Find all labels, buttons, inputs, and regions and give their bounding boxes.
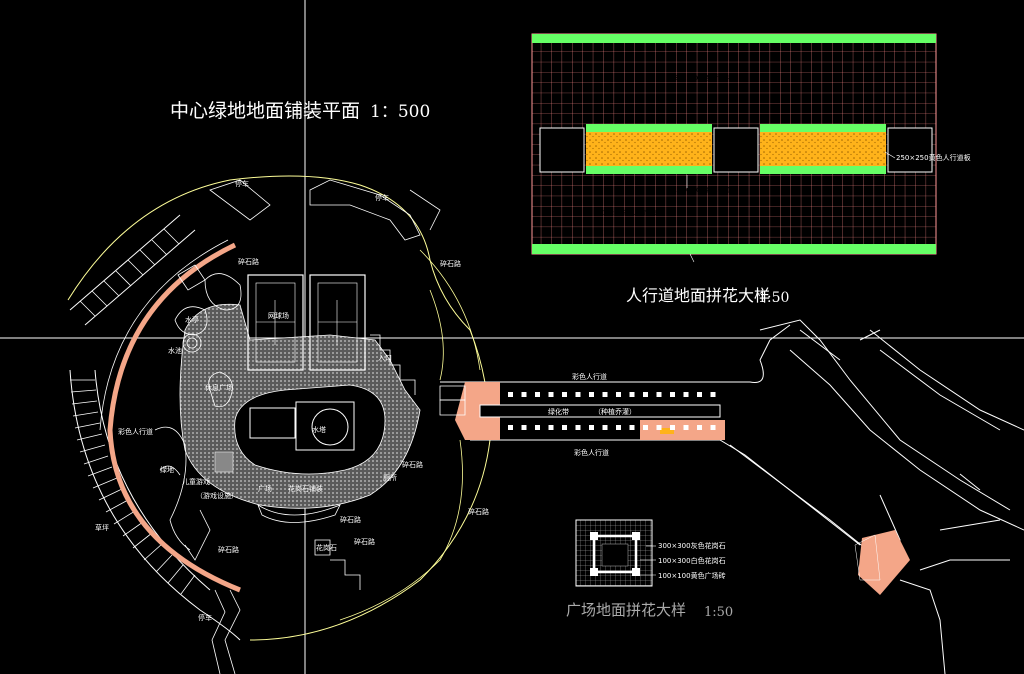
label-granite: 花岗石 bbox=[316, 543, 337, 552]
label-lawn-2: 绿地 bbox=[160, 465, 174, 474]
label-tennis: 网球场 bbox=[268, 311, 289, 320]
label-seating: 休息广场 bbox=[205, 383, 233, 392]
label-stone-3: 碎石路 bbox=[402, 460, 423, 469]
plaza-title: 广场地面拼花大样 bbox=[566, 601, 686, 619]
street-square bbox=[589, 425, 594, 430]
main-title: 中心绿地地面铺装平面 bbox=[170, 100, 360, 122]
label-water: 水池 bbox=[168, 346, 182, 355]
label-entrance: 入口 bbox=[378, 354, 392, 362]
label-road-top-right: 停车 bbox=[375, 193, 389, 202]
sidewalk-label-right: 250×250黄色人行道板 bbox=[896, 153, 971, 162]
right-roads bbox=[729, 319, 1024, 674]
street-square bbox=[643, 392, 648, 397]
street-square bbox=[683, 392, 689, 397]
plaza-detail: 300×300灰色花岗石 100×300白色花岗石 100×100黄色广场砖 bbox=[575, 519, 726, 587]
street-square bbox=[697, 425, 702, 430]
street-square bbox=[548, 392, 554, 397]
sidewalk-label-top: 250×250灰色人行道板 bbox=[670, 74, 734, 82]
street-square bbox=[616, 425, 621, 430]
label-pavilion: 水亭 bbox=[185, 315, 199, 324]
site-plan bbox=[67, 175, 491, 674]
label-colored-walk: 彩色人行道 bbox=[118, 427, 153, 436]
sidewalk-label-middle: 250×250橙色人行道板 bbox=[672, 186, 736, 194]
label-stone-2: 碎石路 bbox=[440, 259, 461, 268]
street-square bbox=[643, 425, 648, 430]
main-scale: 1：500 bbox=[370, 102, 430, 122]
sidewalk-scale: 1:50 bbox=[758, 290, 789, 306]
street-square bbox=[562, 425, 567, 430]
street-square bbox=[697, 392, 702, 397]
label-stone-1: 碎石路 bbox=[238, 257, 259, 266]
street-square bbox=[670, 425, 675, 430]
pink-crosswalk bbox=[858, 530, 910, 595]
street-square bbox=[562, 392, 567, 397]
street-squares bbox=[508, 392, 716, 430]
sidewalk-title: 人行道地面拼花大样 bbox=[626, 286, 770, 305]
street-label-bottom: 彩色人行道 bbox=[574, 448, 609, 457]
street-square bbox=[508, 425, 513, 430]
sidewalk-label-bottom: 250×250绿色人行道板 bbox=[694, 259, 758, 267]
street-square bbox=[589, 392, 594, 397]
plaza-label-a: 300×300灰色花岗石 bbox=[658, 541, 726, 550]
street-square bbox=[548, 425, 554, 430]
label-stone-7: 碎石路 bbox=[218, 545, 239, 554]
street-square bbox=[521, 425, 527, 430]
street-square bbox=[656, 392, 662, 397]
street-square bbox=[535, 392, 540, 397]
label-stone-4: 碎石路 bbox=[468, 507, 489, 516]
street-strip: 彩色人行道 绿化带 （种植乔灌） 彩色人行道 bbox=[439, 324, 861, 546]
street-square bbox=[710, 392, 716, 397]
plaza-scale: 1:50 bbox=[704, 605, 733, 620]
sidewalk-label-lower: 250×250灰色人行道板 bbox=[594, 209, 658, 217]
plaza-label-c: 100×100黄色广场砖 bbox=[658, 571, 726, 580]
street-label-middle-sub: （种植乔灌） bbox=[594, 407, 636, 416]
label-road-top-left: 停车 bbox=[235, 179, 249, 188]
label-kids-sub: （游戏设施） bbox=[196, 491, 238, 500]
street-square bbox=[683, 425, 689, 430]
sidewalk-detail: 250×250灰色人行道板 250×250黄色人行道板 250×250橙色人行道… bbox=[531, 33, 971, 267]
street-square bbox=[575, 425, 581, 430]
street-square bbox=[575, 392, 581, 397]
label-stone-5: 碎石路 bbox=[340, 515, 361, 524]
street-square bbox=[508, 392, 513, 397]
street-label-middle: 绿化带 bbox=[548, 407, 569, 416]
street-square bbox=[602, 392, 608, 397]
label-plaza: 广场 bbox=[258, 484, 272, 493]
plaza-label-b: 100×300白色花岗石 bbox=[658, 556, 726, 565]
street-square bbox=[656, 425, 662, 430]
street-square bbox=[629, 425, 635, 430]
street-square bbox=[629, 392, 635, 397]
label-lawn: 草坪 bbox=[95, 523, 109, 532]
street-square bbox=[521, 392, 527, 397]
street-square bbox=[616, 392, 621, 397]
street-square bbox=[602, 425, 608, 430]
label-plaza-sub: 花岗石铺装 bbox=[288, 484, 323, 493]
street-square bbox=[710, 425, 716, 430]
street-square bbox=[535, 425, 540, 430]
plan-labels: 停车 停车 碎石路 碎石路 网球场 水亭 水池 休息广场 水塔 彩色人行道 儿童… bbox=[95, 179, 489, 622]
label-parking-lower: 停车 bbox=[198, 613, 212, 622]
street-square bbox=[670, 392, 675, 397]
label-stone-6: 碎石路 bbox=[354, 537, 375, 546]
label-kids: 儿童游戏 bbox=[182, 477, 210, 486]
label-tower: 水塔 bbox=[312, 425, 326, 434]
street-label-top: 彩色人行道 bbox=[572, 372, 607, 381]
label-toilet: 厕所 bbox=[383, 473, 397, 482]
